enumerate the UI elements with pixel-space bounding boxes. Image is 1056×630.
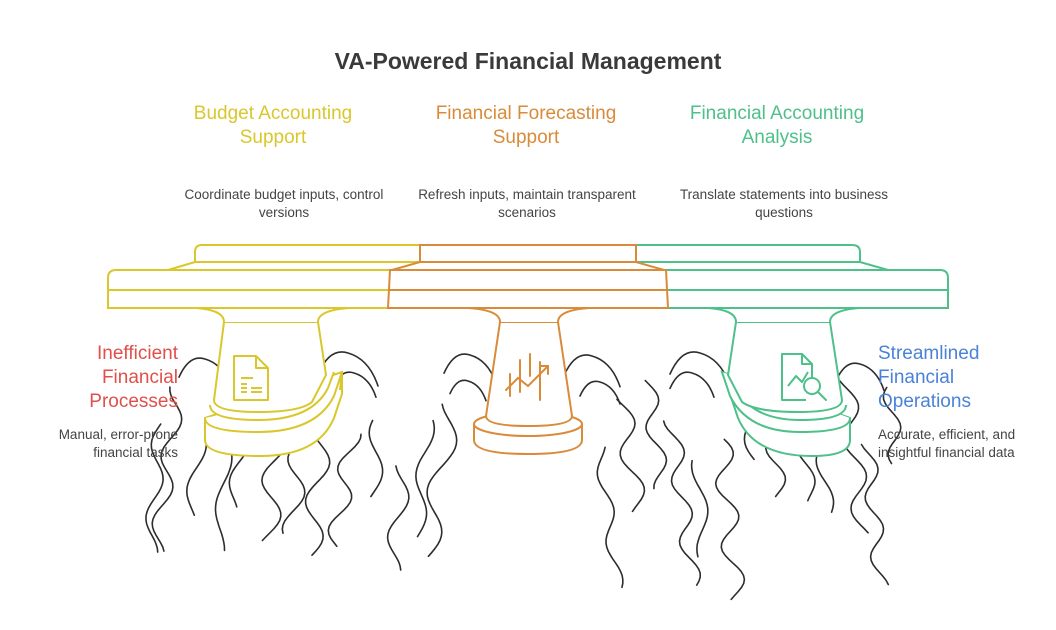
- pillar-green: [707, 307, 861, 458]
- water-curl-line: [563, 354, 621, 388]
- water-wave-line: [327, 433, 362, 548]
- water-wave-line: [368, 419, 384, 498]
- water-wave-line: [882, 386, 902, 465]
- bridge-deck-orange: [386, 244, 670, 309]
- analysis-report-icon: [781, 353, 827, 401]
- bridge-deck-green: [635, 244, 949, 309]
- water-wave-line: [714, 438, 746, 601]
- bridge-deck-yellow: [107, 244, 421, 309]
- water-curl-line: [449, 379, 487, 402]
- solution-description: Accurate, efficient, and insightful fina…: [878, 427, 1016, 460]
- water-curl-line: [669, 371, 715, 398]
- pillar-2-title: Financial Forecasting Support: [435, 103, 617, 148]
- water-curl-line: [669, 351, 731, 387]
- water-wave-line: [838, 380, 869, 534]
- pillar-2-description: Refresh inputs, maintain transparent sce…: [418, 187, 636, 220]
- turbulent-water-lines: [145, 351, 902, 601]
- pillar-3-description: Translate statements into business quest…: [679, 187, 889, 220]
- water-wave-line: [145, 423, 164, 553]
- water-curl-line: [317, 351, 379, 387]
- pillar-1-description: Coordinate budget inputs, control versio…: [184, 187, 384, 220]
- water-wave-line: [261, 439, 288, 542]
- water-wave-line: [426, 403, 458, 558]
- water-curl-line: [443, 353, 497, 385]
- water-wave-line: [860, 443, 890, 586]
- pillar-orange: [467, 307, 591, 456]
- problem-description: Manual, error-prone financial tasks: [58, 427, 178, 460]
- water-curl-line: [835, 362, 885, 392]
- pillar-3-title: Financial Accounting Analysis: [689, 103, 865, 148]
- budget-document-icon: [233, 355, 269, 401]
- water-wave-line: [415, 419, 436, 538]
- problem-title: Inefficient Financial Processes: [89, 343, 178, 412]
- page-title: VA-Powered Financial Management: [334, 48, 722, 74]
- water-wave-line: [596, 446, 624, 589]
- water-wave-line: [690, 459, 709, 558]
- water-curl-line: [579, 380, 621, 405]
- solution-title: Streamlined Financial Operations: [878, 343, 980, 412]
- water-wave-line: [616, 398, 646, 513]
- water-wave-line: [151, 386, 183, 552]
- water-wave-line: [644, 379, 668, 490]
- pillar-1-title: Budget Accounting Support: [193, 103, 353, 148]
- water-wave-line: [185, 438, 208, 516]
- water-wave-line: [662, 420, 701, 586]
- water-wave-line: [386, 465, 410, 571]
- pillar-yellow: [195, 307, 351, 458]
- forecast-chart-icon: [505, 353, 549, 401]
